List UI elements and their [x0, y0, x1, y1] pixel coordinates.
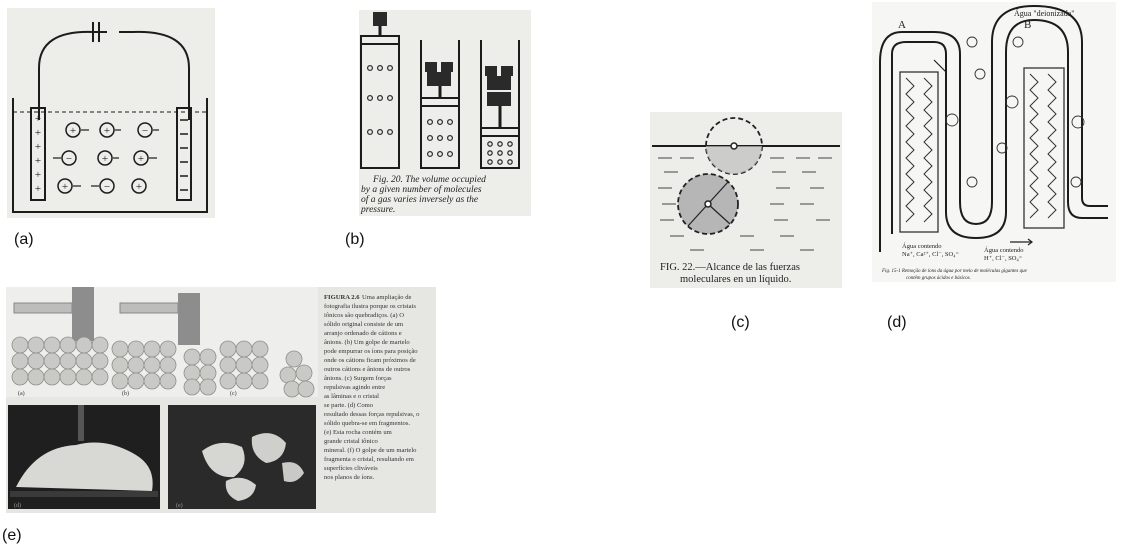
panel-e-caption-line: fragmenta o cristal, resultando em — [324, 456, 415, 463]
inlet-label-line: Na⁺, Ca²⁺, Cl⁻, SO₄⁼ — [902, 251, 959, 258]
svg-text:+: + — [136, 181, 142, 193]
panel-b-gas-pressure-figure: Fig. 20. The volume occupied by a given … — [359, 10, 531, 216]
column-a-label: A — [898, 19, 906, 31]
panel-e-caption-line: as lâminas e o cristal — [324, 393, 379, 400]
photo-tag: (e) — [176, 502, 183, 509]
panel-e-caption-line: grande cristal iônico — [324, 438, 379, 445]
panel-e-caption-line: pode empurrar os íons para posição — [324, 348, 418, 355]
panel-c-caption-line: FIG. 22.—Alcance de las fuerzas — [660, 262, 800, 273]
label-b: (b) — [345, 231, 365, 249]
svg-text:+: + — [35, 141, 41, 153]
panel-e-caption-line: mineral. (f) O golpe de um martelo — [324, 447, 417, 454]
panel-e-caption-line: nos planos de íons. — [324, 474, 375, 481]
panel-d-caption-line: contêm grupos ácidos e básicos. — [906, 276, 971, 281]
label-c: (c) — [731, 314, 750, 332]
label-d: (d) — [887, 314, 907, 332]
panel-e-caption-line: se parte. (d) Como — [324, 402, 374, 409]
panel-b-caption-line: Fig. 20. The volume occupied — [372, 175, 486, 185]
label-a: (a) — [14, 231, 34, 249]
panel-a-electrolysis-figure: + + + + + + + + − − + + + − + — [7, 8, 215, 218]
panel-b-caption-line: by a given number of molecules — [361, 184, 482, 195]
inlet-label-line: Água contendo — [902, 242, 942, 250]
panel-c-caption-line: moleculares en un líquido. — [680, 274, 791, 285]
panel-b-caption-line: pressure. — [360, 205, 395, 215]
panel-e-caption-line: ânions. (c) Surgem forças — [324, 375, 392, 382]
label-e: (e) — [2, 527, 22, 545]
svg-text:+: + — [102, 153, 108, 165]
panel-e-caption-line: onde os cátions ficam próximos de — [324, 357, 416, 364]
panel-e-caption-line: Uma ampliação de — [362, 294, 412, 301]
outlet-label-line: H⁺, Cl⁻, SO₄⁼ — [984, 255, 1022, 262]
panel-e-caption-line: resultado dessas forças repulsivas, o — [324, 411, 420, 418]
panel-e-caption-line: (e) Esta rocha contém um — [324, 429, 393, 436]
svg-text:+: + — [62, 181, 68, 193]
svg-text:−: − — [66, 153, 72, 165]
panel-c-molecular-forces-figure: FIG. 22.—Alcance de las fuerzas molecula… — [650, 112, 842, 288]
panel-b-caption-line: of a gas varies inversely as the — [361, 194, 478, 205]
panel-e-illustration: (a) (b) (c) (d) (e) FIGURA 2.6 Uma ampli… — [6, 287, 436, 513]
panel-e-caption-line: repulsivas agindo entre — [324, 384, 385, 391]
panel-e-caption-line: sólido quebra-se em fragmentos. — [324, 420, 410, 427]
panel-e-caption-title: FIGURA 2.6 — [324, 294, 360, 301]
panel-d-caption-line: Fig. 15-1 Remoção de íons da água por me… — [881, 269, 1028, 274]
panel-d-ion-exchange-figure: A B Água "deionizada" Água contendo Na⁺,… — [872, 2, 1116, 282]
svg-text:+: + — [35, 155, 41, 167]
panel-e-caption-line: superfícies cliváveis — [324, 465, 378, 472]
svg-text:−: − — [104, 181, 110, 193]
panel-e-caption-line: outros cátions e ânions de outros — [324, 366, 411, 373]
panel-e-caption-line: arranjo ordenado de cátions e — [324, 330, 402, 337]
panel-e-caption-line: sólido original consiste de um — [324, 321, 404, 328]
svg-text:+: + — [35, 169, 41, 181]
svg-text:+: + — [70, 125, 76, 137]
photo-tag: (d) — [14, 502, 21, 509]
column-b-label: B — [1024, 19, 1031, 31]
photo-tag: (a) — [18, 390, 25, 397]
photo-tag: (b) — [122, 390, 129, 397]
panel-e-caption-line: iônicos são quebradiços. (a) O — [324, 312, 404, 319]
panel-e-caption-line: fotografia ilustra porque os cristais — [324, 303, 416, 310]
deionized-water-label: Água "deionizada" — [1014, 8, 1075, 18]
svg-text:+: + — [35, 113, 41, 125]
svg-text:+: + — [35, 183, 41, 195]
svg-text:+: + — [138, 153, 144, 165]
photo-tag: (c) — [230, 390, 237, 397]
outlet-label-line: Água contendo — [984, 246, 1024, 254]
panel-e-textbook-page: (a) (b) (c) (d) (e) FIGURA 2.6 Uma ampli… — [6, 287, 436, 513]
svg-text:+: + — [35, 127, 41, 139]
svg-text:+: + — [104, 125, 110, 137]
panel-e-caption-line: ânions. (b) Um golpe de martelo — [324, 339, 410, 346]
svg-text:−: − — [142, 125, 148, 137]
